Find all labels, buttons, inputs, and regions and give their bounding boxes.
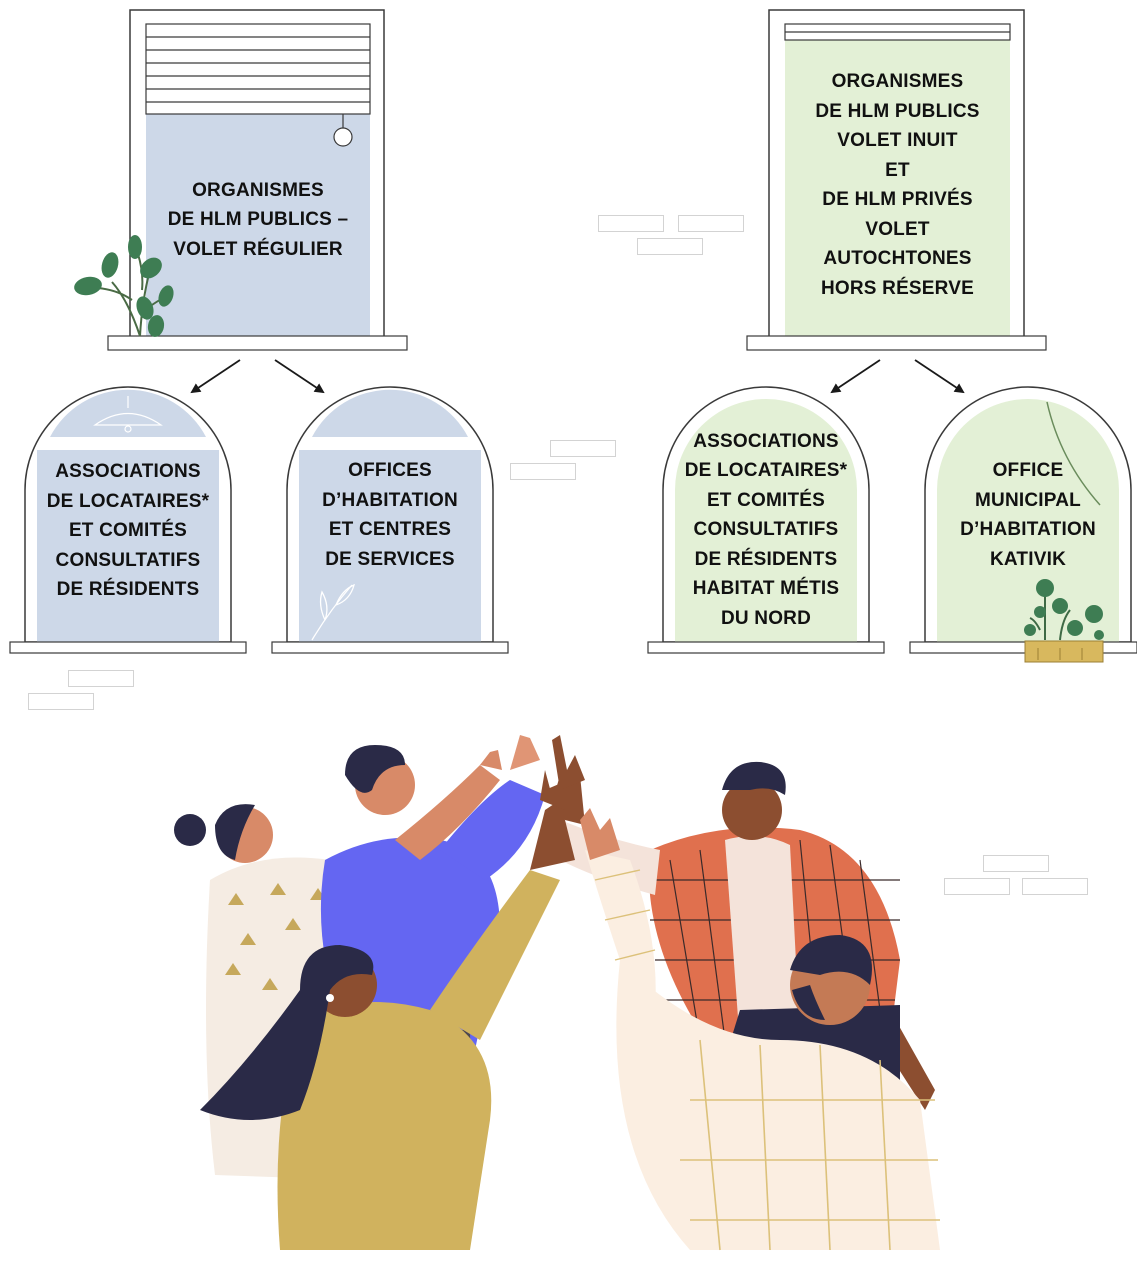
arch-window-4-label: OFFICE MUNICIPAL D’HABITATION KATIVIK [937, 452, 1119, 578]
brick [637, 238, 703, 255]
brick [550, 440, 616, 457]
label-line: DE LOCATAIRES* [684, 460, 848, 482]
label-line: ET [885, 159, 910, 181]
top-window-right [746, 9, 1047, 351]
label-line: KATIVIK [990, 548, 1066, 570]
brick [28, 693, 94, 710]
arrow [830, 359, 881, 394]
label-line: D’HABITATION [960, 519, 1096, 540]
brick [1022, 878, 1088, 895]
brick [678, 215, 744, 232]
label-line: HABITAT MÉTIS [692, 578, 840, 600]
arch-window-2 [271, 386, 509, 654]
label-line: ET COMITÉS [706, 489, 826, 511]
arch-window-1 [9, 386, 247, 654]
arch-window-1-label: ASSOCIATIONS DE LOCATAIRES* ET COMITÉS CONS… [37, 452, 219, 610]
label-line: DU NORD [720, 607, 812, 629]
label-line: OFFICE [992, 460, 1064, 481]
label-line: OFFICES [348, 460, 432, 481]
person-cream-checked [580, 808, 940, 1251]
arrow [274, 359, 325, 394]
label-line: ET COMITÉS [68, 520, 188, 542]
top-window-left-label: ORGANISMES DE HLM PUBLICS – VOLET RÉGULIER [146, 145, 370, 295]
label-line: CONSULTATIFS [693, 519, 839, 541]
arrow [190, 359, 241, 394]
brick [983, 855, 1049, 872]
window-sill [9, 641, 247, 654]
people-high-five-illustration [174, 735, 940, 1251]
plant-icon [74, 235, 174, 337]
window-glass [785, 40, 1010, 336]
lamp-icon [93, 396, 163, 433]
window-sill [647, 641, 885, 654]
label-line: DE LOCATAIRES* [46, 490, 210, 512]
arrow [914, 359, 965, 394]
window-sill [271, 641, 509, 654]
label-line: AUTOCHTONES [823, 248, 972, 269]
window-glass [937, 399, 1119, 642]
label-line: VOLET INUIT [837, 130, 958, 151]
label-line: CONSULTATIFS [55, 549, 201, 571]
top-window-right-label: ORGANISMES DE HLM PUBLICS VOLET INUIT ET DE … [785, 45, 1010, 325]
label-line: ASSOCIATIONS [693, 430, 839, 452]
window-sill [746, 335, 1047, 351]
brick [68, 670, 134, 687]
arch-window-4 [909, 386, 1137, 654]
arch-top-glass [312, 389, 468, 437]
label-line: DE HLM PUBLICS [815, 100, 980, 122]
brick [510, 463, 576, 480]
arch-window-3 [647, 386, 885, 654]
top-window-left [107, 9, 408, 351]
curtain-line [1046, 401, 1101, 506]
window-glass [37, 450, 219, 642]
arch-window-2-label: OFFICES D’HABITATION ET CENTRES DE SERVICES [299, 452, 481, 578]
roller-shutter [145, 23, 371, 147]
person-mustard-shirt [200, 770, 575, 1250]
leaf-sketch-icon [311, 583, 355, 641]
window-sill [909, 641, 1137, 654]
label-line: VOLET [865, 218, 930, 240]
window-glass [146, 114, 370, 336]
window-glass [675, 399, 857, 642]
label-line: MUNICIPAL [975, 489, 1081, 511]
label-line: DE SERVICES [325, 548, 455, 570]
label-line: DE RÉSIDENTS [694, 548, 838, 570]
window-glass [299, 450, 481, 642]
label-line: ORGANISMES [831, 71, 964, 92]
label-line: D’HABITATION [322, 489, 458, 511]
arch-window-3-label: ASSOCIATIONS DE LOCATAIRES* ET COMITÉS CONS… [675, 422, 857, 638]
label-line: DE HLM PUBLICS – [167, 209, 349, 231]
brick [944, 878, 1010, 895]
label-line: ASSOCIATIONS [55, 461, 201, 483]
potted-plant-icon [1024, 579, 1104, 663]
window-sill [107, 335, 408, 351]
label-line: VOLET RÉGULIER [173, 238, 343, 260]
label-line: ET CENTRES [328, 519, 452, 540]
label-line: DE HLM PRIVÉS [822, 189, 973, 210]
brick [598, 215, 664, 232]
label-line: ORGANISMES [192, 179, 324, 201]
hierarchy-arrows [190, 359, 965, 394]
label-line: HORS RÉSERVE [820, 277, 975, 299]
label-line: DE RÉSIDENTS [56, 579, 200, 601]
